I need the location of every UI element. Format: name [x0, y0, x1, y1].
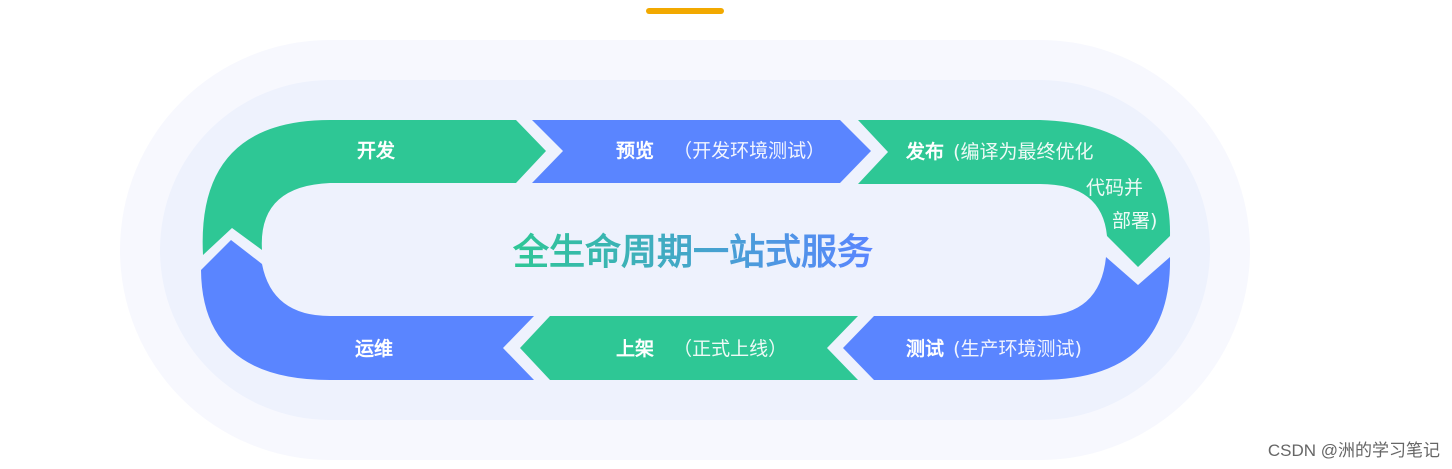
launch-label: 上架	[616, 338, 654, 360]
segment-ops-arrow	[201, 240, 534, 380]
release-note-line3: 部署)	[1112, 210, 1157, 232]
center-title: 全生命周期一站式服务	[512, 231, 873, 273]
release-note: (编译为最终优化	[953, 141, 1093, 163]
launch-label-group: 上架 （正式上线）	[616, 338, 787, 360]
segment-dev-arrow	[202, 120, 547, 255]
release-label-group: 发布 (编译为最终优化	[905, 140, 1094, 163]
test-label: 测试	[906, 338, 944, 360]
segment-release-arrow	[858, 120, 1171, 267]
test-label-group: 测试 (生产环境测试)	[906, 338, 1082, 360]
segment-test-arrow	[843, 257, 1171, 380]
release-label: 发布	[905, 140, 944, 163]
preview-note: （开发环境测试）	[673, 140, 825, 162]
release-note-line2: 代码并	[1086, 177, 1143, 199]
dev-label: 开发	[357, 139, 396, 162]
segment-launch-arrow	[520, 316, 858, 380]
watermark: CSDN @洲的学习笔记	[1267, 441, 1440, 460]
segment-preview-arrow	[532, 120, 871, 183]
test-note: (生产环境测试)	[953, 338, 1082, 360]
preview-label-group: 预览 （开发环境测试）	[616, 139, 825, 162]
launch-note: （正式上线）	[673, 338, 787, 360]
accent-bar	[646, 8, 724, 14]
ops-label: 运维	[355, 337, 393, 360]
preview-label: 预览	[616, 139, 654, 162]
